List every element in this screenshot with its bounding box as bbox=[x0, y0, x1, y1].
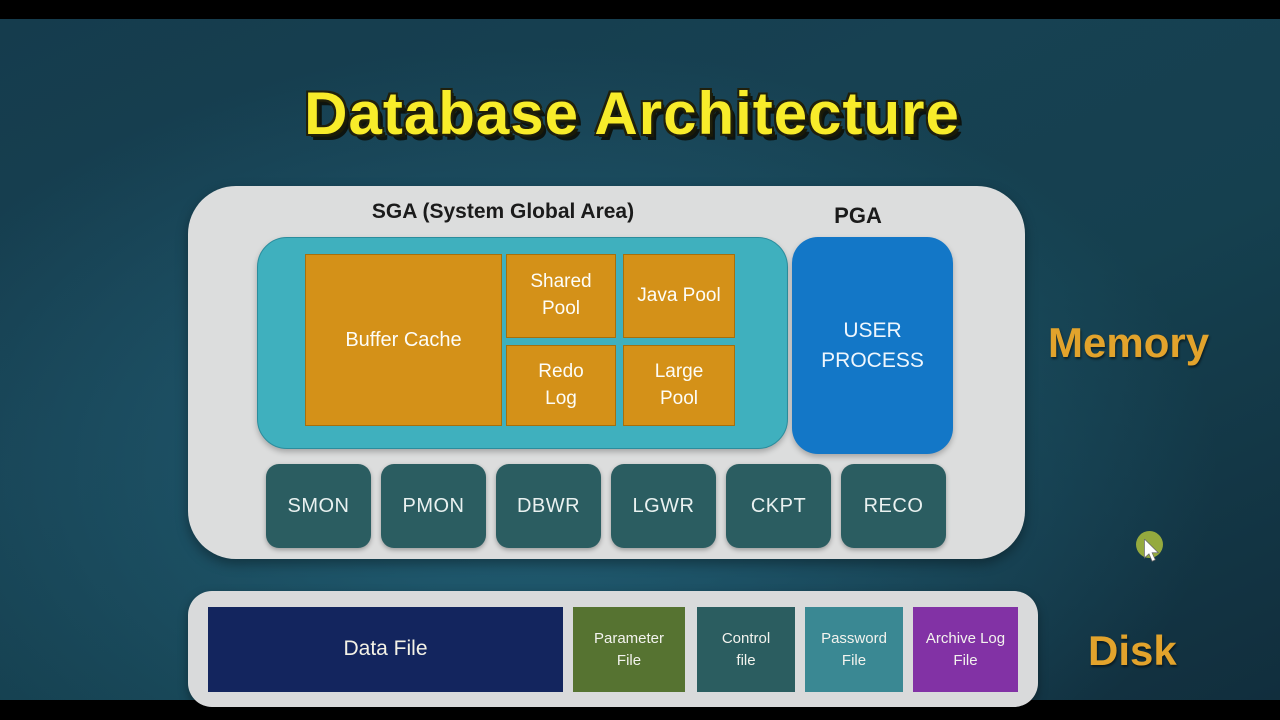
sga-container: Buffer Cache Shared Pool Java Pool Redo … bbox=[257, 237, 788, 449]
archive-log-file-box: Archive Log File bbox=[913, 607, 1018, 692]
large-pool-label: Large Pool bbox=[654, 360, 704, 409]
data-file-box: Data File bbox=[208, 607, 563, 692]
java-pool-label: Java Pool bbox=[637, 284, 721, 306]
pga-label: PGA bbox=[834, 203, 882, 228]
parameter-file-box: Parameter File bbox=[573, 607, 685, 692]
redo-log-label: Redo Log bbox=[538, 360, 584, 409]
archive-log-file-label: Archive Log File bbox=[925, 629, 1006, 669]
shared-pool-label: Shared Pool bbox=[530, 271, 592, 319]
mouse-cursor-icon bbox=[1144, 539, 1160, 562]
redo-log-box: Redo Log bbox=[506, 345, 616, 426]
java-pool-box: Java Pool bbox=[623, 254, 735, 338]
disk-section-label: Disk bbox=[1088, 627, 1177, 674]
process-box-pmon: PMON bbox=[381, 464, 486, 548]
control-file-label: Control file bbox=[721, 629, 771, 669]
parameter-file-label: Parameter File bbox=[593, 629, 665, 669]
buffer-cache-label: Buffer Cache bbox=[345, 329, 462, 351]
user-process-label: USER PROCESS bbox=[821, 319, 924, 372]
shared-pool-box: Shared Pool bbox=[506, 254, 616, 338]
disk-panel: Data File Parameter File Control file Pa… bbox=[188, 591, 1038, 707]
background-process-row: SMON PMON DBWR LGWR CKPT RECO bbox=[266, 464, 946, 548]
process-box-ckpt: CKPT bbox=[726, 464, 831, 548]
user-process-box: USER PROCESS bbox=[792, 237, 953, 454]
process-box-lgwr: LGWR bbox=[611, 464, 716, 548]
memory-panel: SGA (System Global Area) PGA Buffer Cach… bbox=[188, 186, 1025, 559]
password-file-box: Password File bbox=[805, 607, 903, 692]
memory-section-label: Memory bbox=[1048, 319, 1210, 366]
large-pool-box: Large Pool bbox=[623, 345, 735, 426]
process-box-reco: RECO bbox=[841, 464, 946, 548]
password-file-label: Password File bbox=[821, 629, 887, 669]
process-box-smon: SMON bbox=[266, 464, 371, 548]
slide-background: Database Architecture SGA (System Global… bbox=[0, 19, 1280, 707]
slide-title: Database Architecture bbox=[304, 80, 960, 147]
control-file-box: Control file bbox=[697, 607, 795, 692]
buffer-cache-box: Buffer Cache bbox=[305, 254, 502, 426]
process-box-dbwr: DBWR bbox=[496, 464, 601, 548]
sga-label: SGA (System Global Area) bbox=[371, 200, 635, 223]
data-file-label: Data File bbox=[343, 637, 428, 661]
